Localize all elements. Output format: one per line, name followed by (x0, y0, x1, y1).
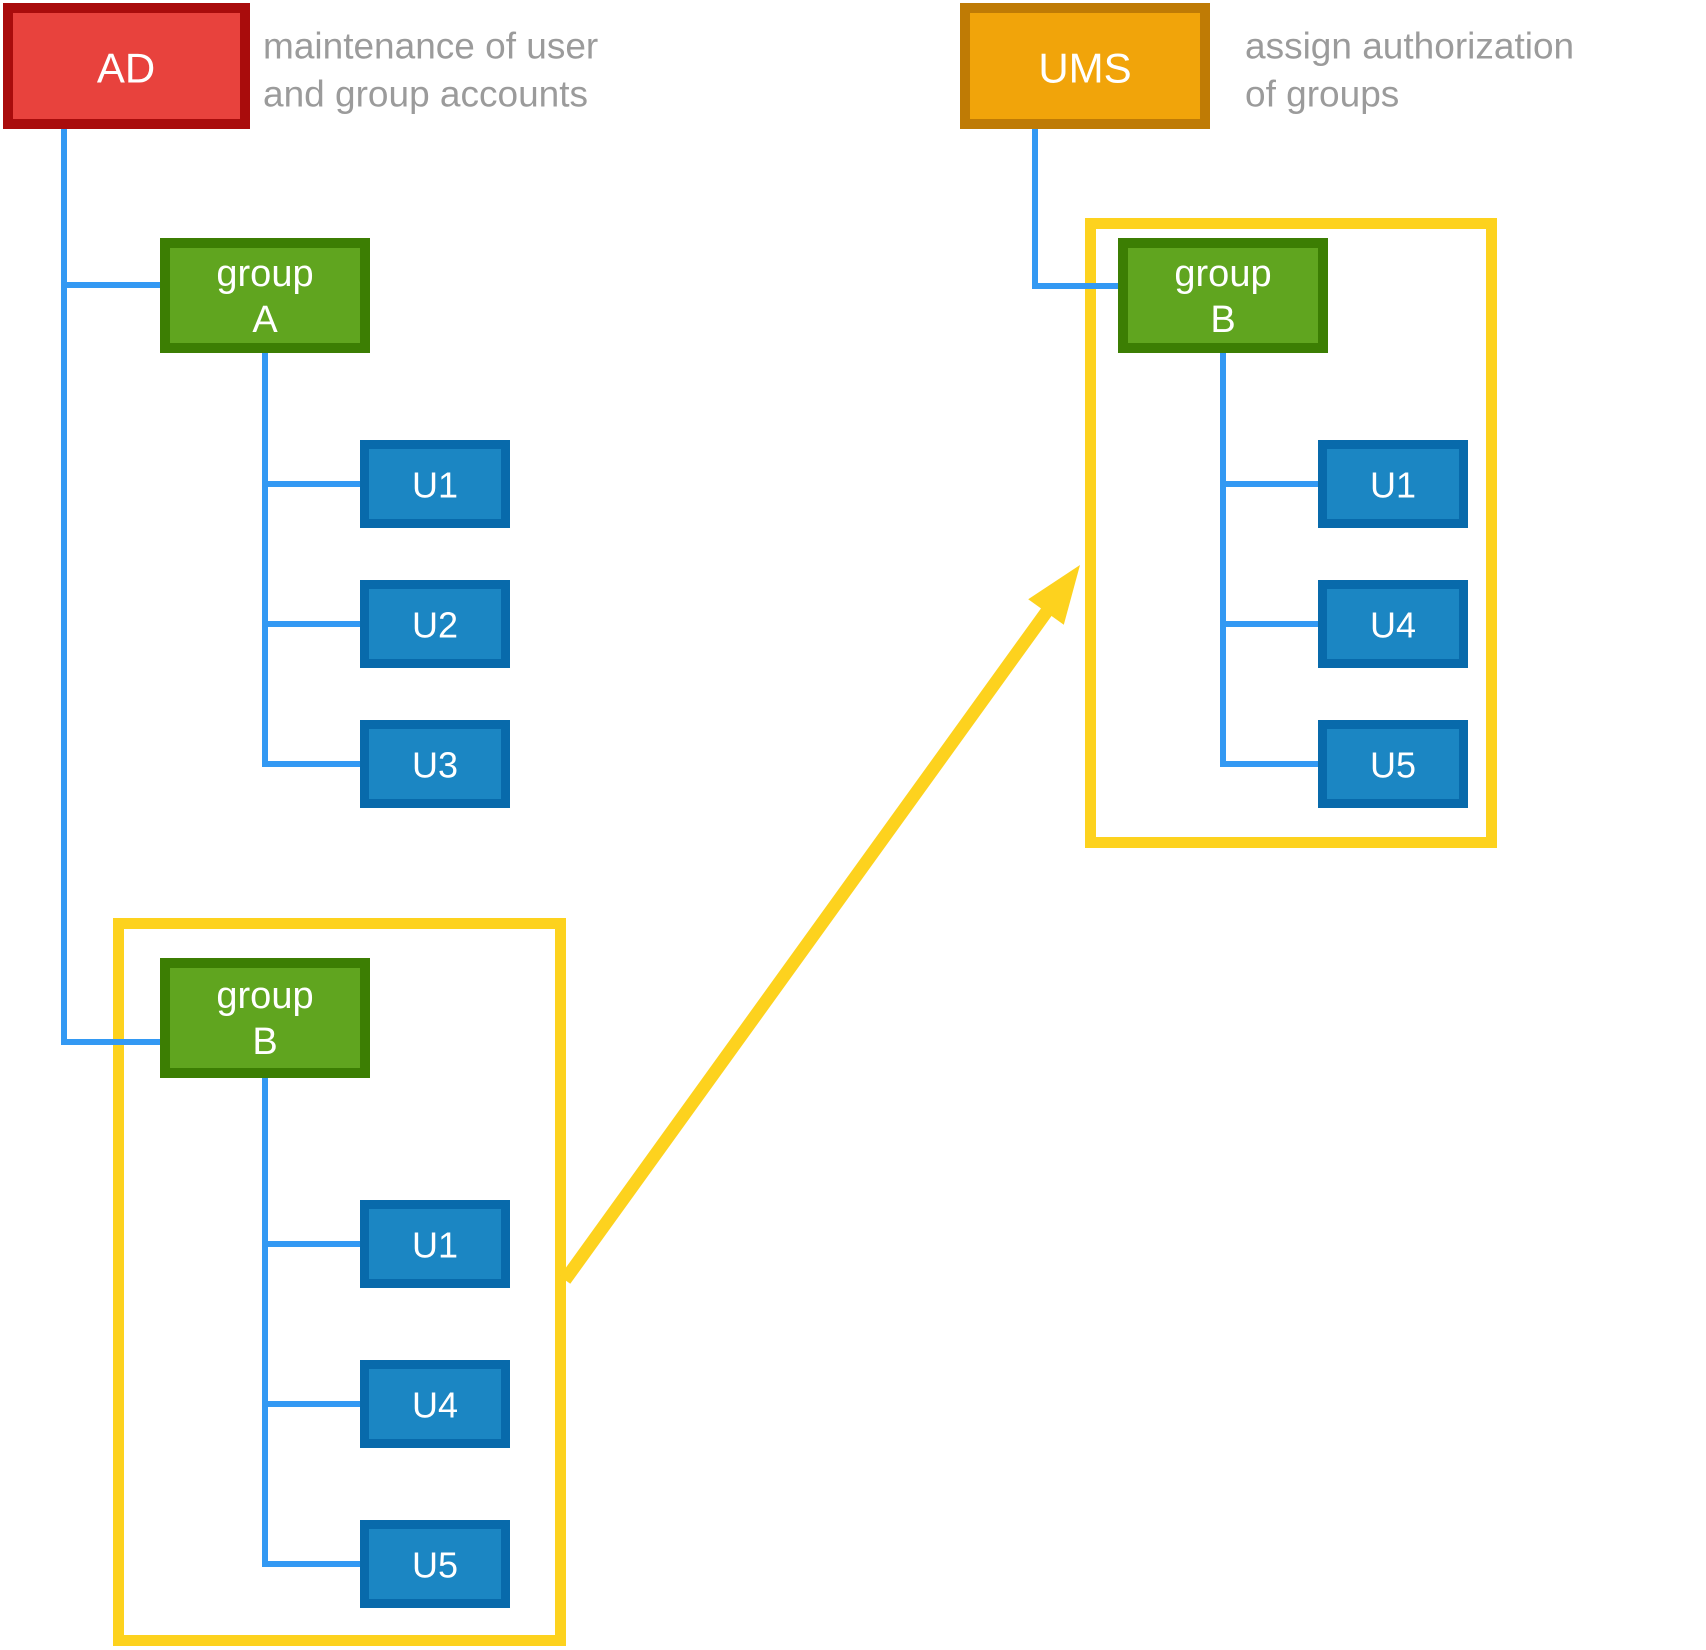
group-b-right-box (1118, 238, 1328, 353)
group-a-users: U1 U2 U3 (360, 440, 510, 808)
ad-connector-lines (61, 129, 360, 1567)
user-box-a-u2 (360, 580, 510, 668)
ums-label: UMS (1038, 45, 1131, 92)
user-box-br-u4 (1318, 580, 1468, 668)
group-b-left-box (160, 958, 370, 1078)
user-label-br-u4: U4 (1370, 605, 1416, 646)
group-a-node: group A (160, 238, 370, 353)
ad-box (3, 3, 250, 129)
highlight-frame-ums-group-b (1085, 218, 1497, 848)
authorization-arrow (559, 565, 1080, 1284)
user-box-bl-u1 (360, 1200, 510, 1288)
highlight-frame-ad-group-b (113, 918, 566, 1646)
group-b-right-users: U1 U4 U5 (1318, 440, 1468, 808)
ums-box (960, 3, 1210, 129)
group-b-left-label-line2: B (252, 1021, 277, 1063)
ums-caption-line2: of groups (1245, 74, 1399, 115)
user-box-br-u5 (1318, 720, 1468, 808)
ad-caption-line1: maintenance of user (263, 26, 598, 67)
group-b-right-node: group B (1118, 238, 1328, 353)
group-b-left-label-line1: group (216, 975, 313, 1017)
ums-caption-line1: assign authorization (1245, 26, 1574, 67)
ums-to-group-b-line (1032, 129, 1118, 289)
group-a-label-line2: A (252, 299, 278, 341)
arrow-shaft (559, 603, 1056, 1284)
ums-connector-lines (1032, 129, 1318, 767)
user-box-bl-u5 (360, 1520, 510, 1608)
group-a-box (160, 238, 370, 353)
group-b-left-node: group B (160, 958, 370, 1078)
group-b-left-users: U1 U4 U5 (360, 1200, 510, 1608)
user-label-a-u1: U1 (412, 465, 458, 506)
user-label-bl-u4: U4 (412, 1385, 458, 1426)
arrow-head-icon (1028, 565, 1080, 625)
user-box-bl-u4 (360, 1360, 510, 1448)
user-box-br-u1 (1318, 440, 1468, 528)
user-label-bl-u1: U1 (412, 1225, 458, 1266)
user-label-br-u1: U1 (1370, 465, 1416, 506)
group-a-label-line1: group (216, 253, 313, 295)
user-box-a-u1 (360, 440, 510, 528)
user-label-bl-u5: U5 (412, 1545, 458, 1586)
ad-caption-line2: and group accounts (263, 74, 588, 115)
user-label-a-u3: U3 (412, 745, 458, 786)
ad-caption: maintenance of user and group accounts (263, 26, 598, 115)
user-label-br-u5: U5 (1370, 745, 1416, 786)
user-label-a-u2: U2 (412, 605, 458, 646)
ad-node: AD (3, 3, 250, 129)
group-b-right-label-line1: group (1174, 253, 1271, 295)
ums-node: UMS (960, 3, 1210, 129)
ad-label: AD (97, 45, 155, 92)
group-b-right-label-line2: B (1210, 299, 1235, 341)
user-box-a-u3 (360, 720, 510, 808)
ums-caption: assign authorization of groups (1245, 26, 1574, 115)
